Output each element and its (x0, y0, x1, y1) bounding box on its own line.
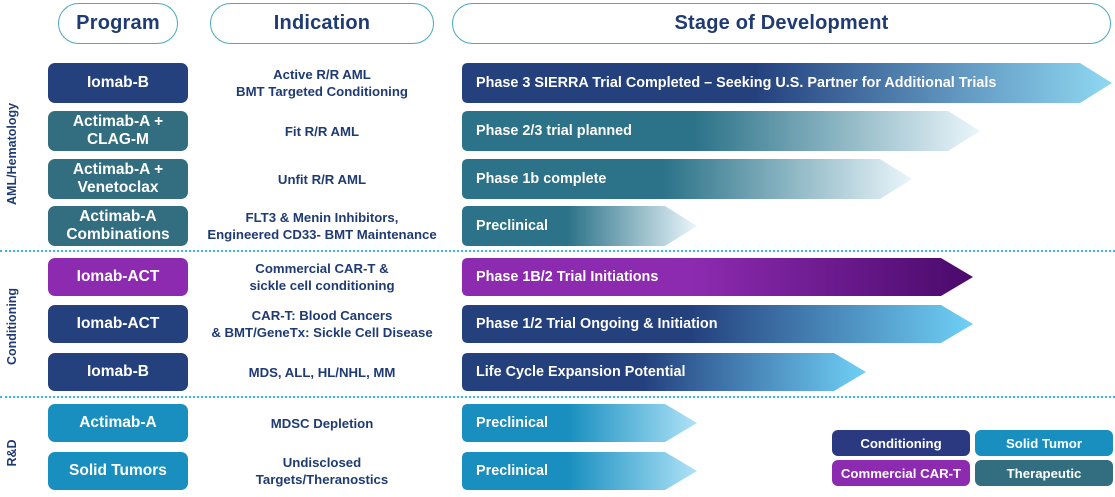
column-header-indication-label: Indication (273, 12, 371, 34)
section-divider-1 (0, 250, 1115, 252)
stage-arrow-label: Phase 1b complete (476, 171, 607, 187)
legend-item-therapeutic: Therapeutic (975, 460, 1113, 486)
indication-text: MDS, ALL, HL/NHL, MM (196, 353, 448, 391)
legend: Conditioning Solid Tumor Commercial CAR-… (832, 430, 1113, 492)
program-box[interactable]: Iomab-ACT (48, 258, 188, 296)
stage-arrow[interactable]: Preclinical (462, 452, 697, 490)
indication-text: FLT3 & Menin Inhibitors,Engineered CD33-… (196, 206, 448, 246)
indication-label: Fit R/R AML (284, 123, 360, 139)
stage-arrow-label: Phase 3 SIERRA Trial Completed – Seeking… (476, 75, 997, 91)
column-header-program-label: Program (76, 12, 160, 34)
column-header-stage: Stage of Development (452, 3, 1111, 44)
program-box[interactable]: Actimab-A (48, 404, 188, 442)
stage-arrow[interactable]: Phase 1B/2 Trial Initiations (462, 258, 973, 296)
stage-arrow[interactable]: Preclinical (462, 404, 697, 442)
stage-arrow[interactable]: Preclinical (462, 206, 697, 246)
stage-arrow-label: Phase 2/3 trial planned (476, 123, 632, 139)
program-box-label: Iomab-ACT (76, 268, 160, 285)
legend-label-solid-tumor: Solid Tumor (1006, 435, 1082, 451)
column-header-indication: Indication (210, 3, 434, 44)
program-box[interactable]: Actimab-A +Venetoclax (48, 159, 188, 199)
program-box[interactable]: Iomab-ACT (48, 305, 188, 343)
legend-label-commercial-car-t: Commercial CAR-T (840, 465, 962, 481)
stage-arrow[interactable]: Phase 2/3 trial planned (462, 111, 980, 151)
program-box[interactable]: Solid Tumors (48, 452, 188, 490)
legend-item-conditioning: Conditioning (832, 430, 970, 456)
indication-text: CAR-T: Blood Cancers& BMT/GeneTx: Sickle… (196, 305, 448, 343)
section-label-aml-hematology: AML/Hematology (5, 102, 19, 205)
stage-arrow-label: Phase 1B/2 Trial Initiations (476, 269, 659, 285)
stage-arrow-label: Preclinical (476, 415, 548, 431)
program-box-label: Actimab-A +CLAG-M (72, 113, 164, 148)
legend-item-solid-tumor: Solid Tumor (975, 430, 1113, 456)
indication-label: MDS, ALL, HL/NHL, MM (248, 364, 396, 380)
program-box[interactable]: Iomab-B (48, 353, 188, 391)
program-box-label: Solid Tumors (69, 462, 167, 479)
indication-label: Unfit R/R AML (277, 171, 367, 187)
indication-label: FLT3 & Menin Inhibitors,Engineered CD33-… (207, 210, 437, 242)
indication-text: Fit R/R AML (196, 111, 448, 151)
indication-label: MDSC Depletion (270, 415, 374, 431)
column-header-stage-label: Stage of Development (674, 12, 889, 34)
section-label-rd: R&D (5, 439, 19, 467)
indication-text: Unfit R/R AML (196, 159, 448, 199)
indication-text: Commercial CAR-T &sickle cell conditioni… (196, 258, 448, 296)
stage-arrow[interactable]: Phase 1/2 Trial Ongoing & Initiation (462, 305, 973, 343)
program-box-label: Actimab-A +Venetoclax (72, 161, 164, 196)
stage-arrow-label: Preclinical (476, 463, 548, 479)
stage-arrow-label: Phase 1/2 Trial Ongoing & Initiation (476, 316, 718, 332)
column-header-program: Program (58, 3, 178, 44)
program-box-label: Iomab-ACT (76, 315, 160, 332)
legend-label-therapeutic: Therapeutic (1006, 465, 1082, 481)
stage-arrow-label: Preclinical (476, 218, 548, 234)
program-box-label: Actimab-A (79, 414, 157, 431)
legend-label-conditioning: Conditioning (860, 435, 942, 451)
section-divider-2 (0, 396, 1115, 398)
stage-arrow[interactable]: Phase 1b complete (462, 159, 912, 199)
program-box[interactable]: Iomab-B (48, 63, 188, 103)
stage-arrow-label: Life Cycle Expansion Potential (476, 364, 686, 380)
section-label-conditioning: Conditioning (5, 287, 19, 365)
indication-label: Commercial CAR-T &sickle cell conditioni… (249, 261, 395, 293)
legend-item-commercial-car-t: Commercial CAR-T (832, 460, 970, 486)
stage-arrow[interactable]: Phase 3 SIERRA Trial Completed – Seeking… (462, 63, 1112, 103)
indication-text: MDSC Depletion (196, 404, 448, 442)
program-box-label: Iomab-B (87, 363, 149, 380)
indication-label: CAR-T: Blood Cancers& BMT/GeneTx: Sickle… (211, 308, 433, 340)
program-box-label: Iomab-B (87, 74, 149, 91)
stage-arrow[interactable]: Life Cycle Expansion Potential (462, 353, 866, 391)
program-box[interactable]: Actimab-A +CLAG-M (48, 111, 188, 151)
